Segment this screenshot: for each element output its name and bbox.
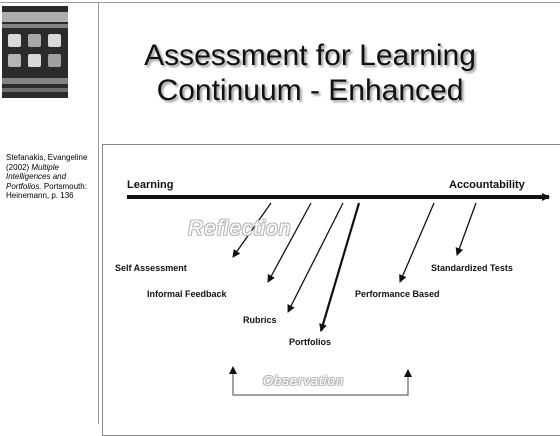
frame-top-rule [0, 2, 560, 3]
continuum-diagram: Reflection Observation Learning Accounta… [102, 144, 560, 436]
arrow-portfolios [319, 202, 361, 332]
slide-title: Assessment for Learning Continuum - Enha… [100, 38, 520, 108]
slide-title-line-1: Assessment for Learning [144, 39, 476, 72]
citation-year: (2002) [6, 162, 30, 172]
item-label-portfolios: Portfolios [289, 337, 331, 347]
arrow-performance-based [399, 202, 435, 283]
citation-author: Stefanakis, Evangeline [6, 153, 88, 162]
arrow-rubrics [287, 202, 344, 313]
citation-publisher: Portsmouth: Heinemann, p. 136 [6, 181, 87, 201]
observation-watermark: Observation [263, 373, 345, 388]
continuum-right-end-label: Accountability [449, 179, 525, 191]
slide-title-line-2: Continuum - Enhanced [156, 74, 464, 107]
item-label-informal-feedback: Informal Feedback [147, 289, 227, 299]
item-label-self-assessment: Self Assessment [115, 263, 187, 273]
item-label-rubrics: Rubrics [243, 315, 277, 325]
citation: Stefanakis, Evangeline (2002) Multiple I… [6, 153, 94, 201]
citation-book-title: Multiple Intelligences and Portfolios. [6, 162, 67, 191]
item-label-standardized-tests: Standardized Tests [431, 263, 513, 273]
arrow-self-assessment [232, 202, 272, 258]
item-label-performance-based: Performance Based [355, 289, 440, 299]
arrow-standardized-tests [455, 202, 477, 256]
reflection-watermark: Reflection [188, 217, 292, 240]
arrow-informal-feedback [267, 202, 312, 283]
continuum-left-end-label: Learning [127, 179, 174, 191]
frame-left-rule [98, 2, 99, 424]
book-cover-thumbnail [2, 6, 68, 98]
diagram-arrows [127, 193, 550, 396]
